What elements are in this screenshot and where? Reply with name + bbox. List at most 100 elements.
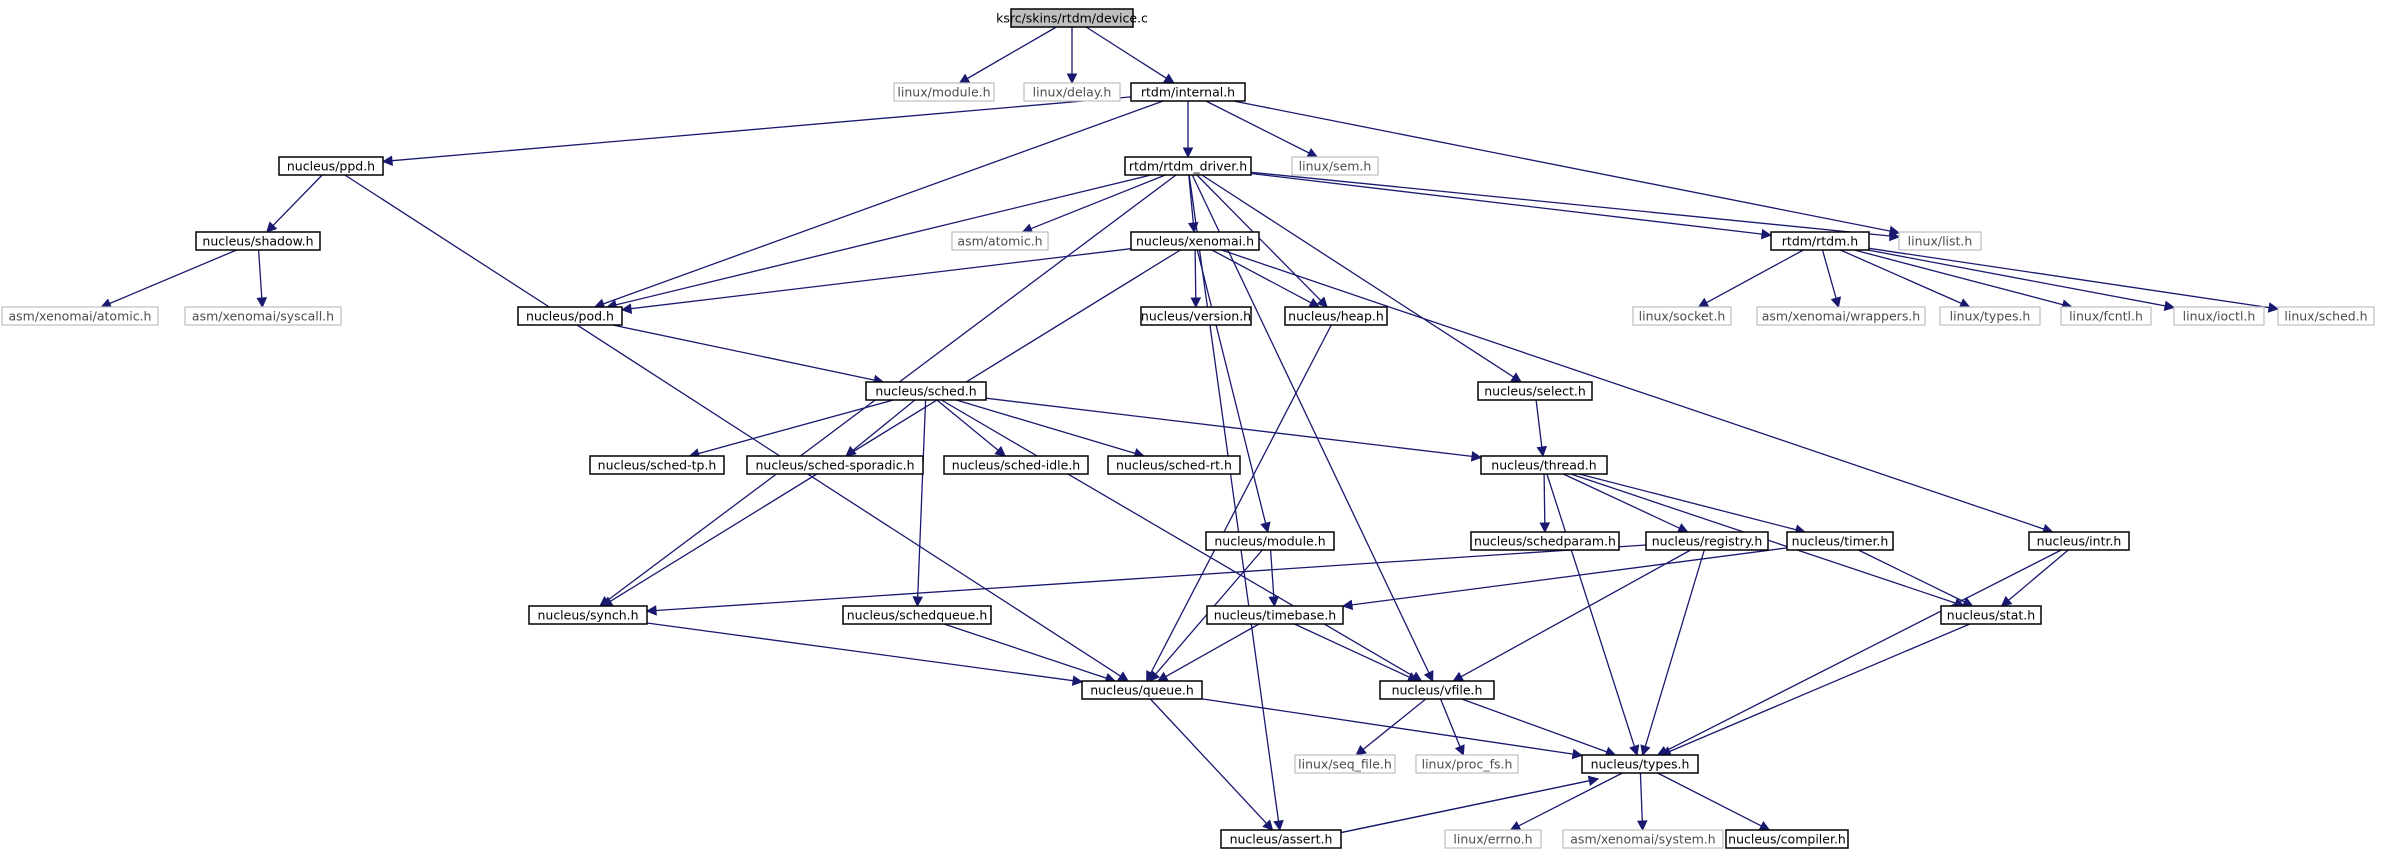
node-nucleus-module[interactable]: nucleus/module.h bbox=[1205, 531, 1335, 551]
node-nucleus-sched[interactable]: nucleus/sched.h bbox=[865, 381, 987, 401]
node-label: rtdm/rtdm.h bbox=[1782, 234, 1858, 249]
node-asm-xen-syscall: asm/xenomai/syscall.h bbox=[184, 306, 342, 326]
edge-line bbox=[1030, 174, 1166, 230]
node-nucleus-select[interactable]: nucleus/select.h bbox=[1477, 381, 1593, 401]
edge-arrowhead bbox=[845, 445, 857, 457]
edge-arrowhead bbox=[1571, 748, 1584, 760]
edge-line bbox=[917, 399, 927, 598]
edge-arrowhead bbox=[1889, 230, 1901, 242]
edge-line bbox=[272, 174, 323, 227]
edge-line bbox=[1085, 26, 1167, 79]
edge-line bbox=[1563, 473, 1680, 529]
edge-nucleus_vfile-to-linux_seq_file bbox=[1355, 698, 1427, 756]
edge-line bbox=[630, 248, 1132, 310]
node-label: nucleus/stat.h bbox=[1947, 608, 2035, 623]
node-rtdm-rtdm[interactable]: rtdm/rtdm.h bbox=[1770, 231, 1870, 251]
node-nucleus-heap[interactable]: nucleus/heap.h bbox=[1284, 306, 1388, 326]
edge-arrowhead bbox=[1163, 73, 1175, 84]
edge-arrowhead bbox=[1676, 523, 1689, 533]
edge-line bbox=[1461, 698, 1608, 753]
edge-line bbox=[646, 622, 1074, 682]
node-nucleus-stat[interactable]: nucleus/stat.h bbox=[1940, 605, 2042, 625]
node-label: nucleus/sched-idle.h bbox=[952, 458, 1080, 473]
edge-arrowhead bbox=[256, 297, 268, 309]
node-root[interactable]: ksrc/skins/rtdm/device.c bbox=[996, 8, 1148, 28]
node-label: nucleus/sched-tp.h bbox=[598, 458, 717, 473]
node-label: asm/xenomai/atomic.h bbox=[9, 309, 152, 324]
node-label: linux/module.h bbox=[897, 85, 990, 100]
node-rtdm-driver[interactable]: rtdm/rtdm_driver.h bbox=[1124, 156, 1252, 176]
node-box bbox=[1010, 8, 1134, 28]
node-nucleus-compiler[interactable]: nucleus/compiler.h bbox=[1725, 829, 1849, 849]
node-nucleus-version[interactable]: nucleus/version.h bbox=[1140, 306, 1252, 326]
node-label: linux/ioctl.h bbox=[2183, 309, 2256, 324]
node-label: nucleus/sched-rt.h bbox=[1116, 458, 1232, 473]
node-label: rtdm/internal.h bbox=[1141, 85, 1235, 100]
node-nucleus-shadow[interactable]: nucleus/shadow.h bbox=[195, 231, 321, 251]
node-nucleus-xenomai[interactable]: nucleus/xenomai.h bbox=[1130, 231, 1260, 251]
node-label: nucleus/version.h bbox=[1141, 309, 1251, 324]
node-nucleus-sched-tp[interactable]: nucleus/sched-tp.h bbox=[589, 455, 725, 475]
edge-rtdm_rtdm-to-linux_socket bbox=[1697, 249, 1804, 308]
edges-layer bbox=[100, 26, 2280, 840]
node-nucleus-schedparam[interactable]: nucleus/schedparam.h bbox=[1470, 531, 1620, 551]
edge-nucleus_intr-to-nucleus_stat bbox=[2000, 549, 2069, 607]
edge-nucleus_thread-to-nucleus_timer bbox=[1578, 473, 1806, 535]
node-nucleus-ppd[interactable]: nucleus/ppd.h bbox=[278, 156, 384, 176]
node-nucleus-sched-idle[interactable]: nucleus/sched-idle.h bbox=[943, 455, 1089, 475]
node-nucleus-vfile[interactable]: nucleus/vfile.h bbox=[1379, 680, 1495, 700]
edge-nucleus_registry-to-nucleus_synch bbox=[645, 544, 1647, 616]
node-nucleus-sched-rt[interactable]: nucleus/sched-rt.h bbox=[1107, 455, 1241, 475]
node-box bbox=[1140, 306, 1252, 326]
nodes-layer: ksrc/skins/rtdm/device.c linux/module.h li… bbox=[1, 8, 2375, 849]
node-rtdm-internal[interactable]: rtdm/internal.h bbox=[1130, 82, 1246, 102]
edge-arrowhead bbox=[1587, 775, 1600, 786]
edge-arrowhead bbox=[1636, 820, 1648, 832]
node-label: rtdm/rtdm_driver.h bbox=[1129, 159, 1247, 174]
edge-nucleus_types-to-asm_xen_system bbox=[1636, 772, 1648, 832]
node-nucleus-registry[interactable]: nucleus/registry.h bbox=[1645, 531, 1769, 551]
node-nucleus-synch[interactable]: nucleus/synch.h bbox=[528, 605, 648, 625]
node-box bbox=[1130, 231, 1260, 251]
node-nucleus-schedqueue[interactable]: nucleus/schedqueue.h bbox=[842, 605, 992, 625]
edge-line bbox=[1250, 171, 1891, 237]
node-nucleus-sched-sporadic[interactable]: nucleus/sched-sporadic.h bbox=[746, 455, 924, 475]
node-box bbox=[1477, 381, 1593, 401]
edge-arrowhead bbox=[1958, 298, 1971, 309]
edge-line bbox=[1221, 249, 2045, 530]
node-nucleus-pod[interactable]: nucleus/pod.h bbox=[517, 306, 623, 326]
node-nucleus-assert[interactable]: nucleus/assert.h bbox=[1220, 829, 1342, 849]
node-nucleus-timer[interactable]: nucleus/timer.h bbox=[1786, 531, 1894, 551]
node-box bbox=[1205, 531, 1335, 551]
edge-nucleus_sched-to-nucleus_sched_idle bbox=[936, 399, 1006, 457]
node-nucleus-timebase[interactable]: nucleus/timebase.h bbox=[1206, 605, 1344, 625]
node-asm-xen-system: asm/xenomai/system.h bbox=[1562, 829, 1724, 849]
edge-arrowhead bbox=[994, 445, 1006, 457]
edge-line bbox=[1205, 100, 1310, 154]
node-label: linux/seq_file.h bbox=[1298, 757, 1392, 772]
node-box bbox=[1023, 82, 1121, 102]
node-box bbox=[1081, 680, 1203, 700]
edge-arrowhead bbox=[1341, 599, 1354, 611]
edge-arrowhead bbox=[1157, 671, 1169, 682]
edge-arrowhead bbox=[1260, 521, 1271, 534]
edge-rtdm_internal-to-nucleus_pod bbox=[593, 100, 1164, 309]
node-linux-sched: linux/sched.h bbox=[2277, 306, 2375, 326]
edge-rtdm_rtdm-to-linux_ioctl bbox=[1867, 249, 2176, 312]
node-nucleus-queue[interactable]: nucleus/queue.h bbox=[1081, 680, 1203, 700]
node-nucleus-types[interactable]: nucleus/types.h bbox=[1581, 754, 1699, 774]
node-box bbox=[195, 231, 321, 251]
node-linux-errno: linux/errno.h bbox=[1444, 829, 1542, 849]
edge-rtdm_rtdm-to-asm_xen_wrappers bbox=[1821, 249, 1842, 309]
node-box bbox=[2028, 531, 2130, 551]
edge-arrowhead bbox=[1355, 744, 1367, 756]
node-nucleus-intr[interactable]: nucleus/intr.h bbox=[2028, 531, 2130, 551]
node-nucleus-thread[interactable]: nucleus/thread.h bbox=[1480, 455, 1608, 475]
edge-rtdm_driver-to-linux_list bbox=[1250, 171, 1901, 242]
node-label: nucleus/sched-sporadic.h bbox=[755, 458, 914, 473]
edge-arrowhead bbox=[266, 221, 278, 233]
node-label: linux/sched.h bbox=[2284, 309, 2367, 324]
node-box bbox=[1786, 531, 1894, 551]
node-box bbox=[1415, 754, 1519, 774]
